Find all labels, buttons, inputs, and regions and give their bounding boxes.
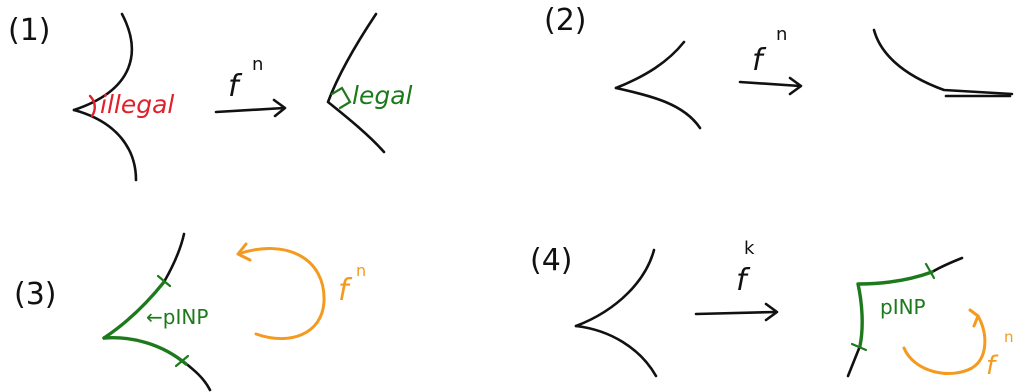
legal-label: legal xyxy=(352,81,413,110)
pinp-tick-upper xyxy=(156,274,172,288)
flattened-image-curve xyxy=(872,28,1014,96)
orbit-loop-arrow xyxy=(236,247,326,341)
image-upper-tail xyxy=(930,256,964,274)
illegal-label: illegal xyxy=(100,90,174,119)
pinp-corner-curve xyxy=(856,270,934,348)
pinp-tick-upper-4 xyxy=(924,262,936,280)
pinp-label: ←pINP xyxy=(146,305,208,329)
orbit-map-exponent-4: n xyxy=(1004,328,1014,346)
map-f-label-4: f xyxy=(736,263,751,298)
map-arrow-shaft-2 xyxy=(738,80,802,88)
map-exponent: n xyxy=(252,54,263,75)
cusp-upper-curve xyxy=(72,12,134,112)
map-exponent-2: n xyxy=(776,24,787,45)
cusp-upper-curve-4 xyxy=(574,248,656,328)
orbit-loop-arrowhead xyxy=(236,242,252,262)
map-f-label-2: f xyxy=(752,43,767,78)
orbit-map-label-4: f xyxy=(986,351,999,381)
image-lower-tail xyxy=(846,344,862,378)
cusp-upper-tail xyxy=(162,232,186,284)
map-arrow-head-2 xyxy=(788,76,803,96)
panel-4: (4) f k pINP f n xyxy=(530,238,1014,381)
panel-3: (3) ←pINP f n xyxy=(14,232,366,392)
map-arrow-head-4 xyxy=(764,302,779,322)
cusp-lower-tail xyxy=(182,360,212,392)
map-exponent-4: k xyxy=(744,238,755,259)
panel-1-label: (1) xyxy=(8,13,51,48)
panel-3-label: (3) xyxy=(14,277,57,312)
map-arrow-shaft xyxy=(214,106,286,114)
cusp-lower-curve xyxy=(72,108,138,182)
cusp-lower-curve-4 xyxy=(574,324,658,378)
panel-4-label: (4) xyxy=(530,243,573,278)
map-arrow-shaft-4 xyxy=(694,310,778,316)
orbit-arrowhead-4 xyxy=(968,308,980,328)
orbit-map-label: f xyxy=(338,273,353,308)
panel-2: (2) f n xyxy=(544,3,1014,130)
legal-corner-curve xyxy=(326,12,386,154)
cusp-upper-curve-2 xyxy=(614,40,686,90)
illegal-angle-mark xyxy=(88,94,96,118)
map-arrow-head xyxy=(272,98,287,118)
legal-angle-mark xyxy=(330,86,352,110)
pinp-lower-curve xyxy=(102,336,188,366)
map-f-label: f xyxy=(228,69,243,104)
pinp-upper-curve xyxy=(102,280,166,340)
pinp-tick-lower-4 xyxy=(850,342,868,352)
panel-2-label: (2) xyxy=(544,3,587,38)
orbit-map-exponent: n xyxy=(356,261,366,280)
pinp-label-4: pINP xyxy=(880,295,926,319)
cusp-lower-curve-2 xyxy=(614,86,702,130)
orbit-arrow-4 xyxy=(902,314,987,376)
panel-1: (1) illegal f n legal xyxy=(8,12,413,182)
pinp-tick-lower xyxy=(174,354,190,368)
